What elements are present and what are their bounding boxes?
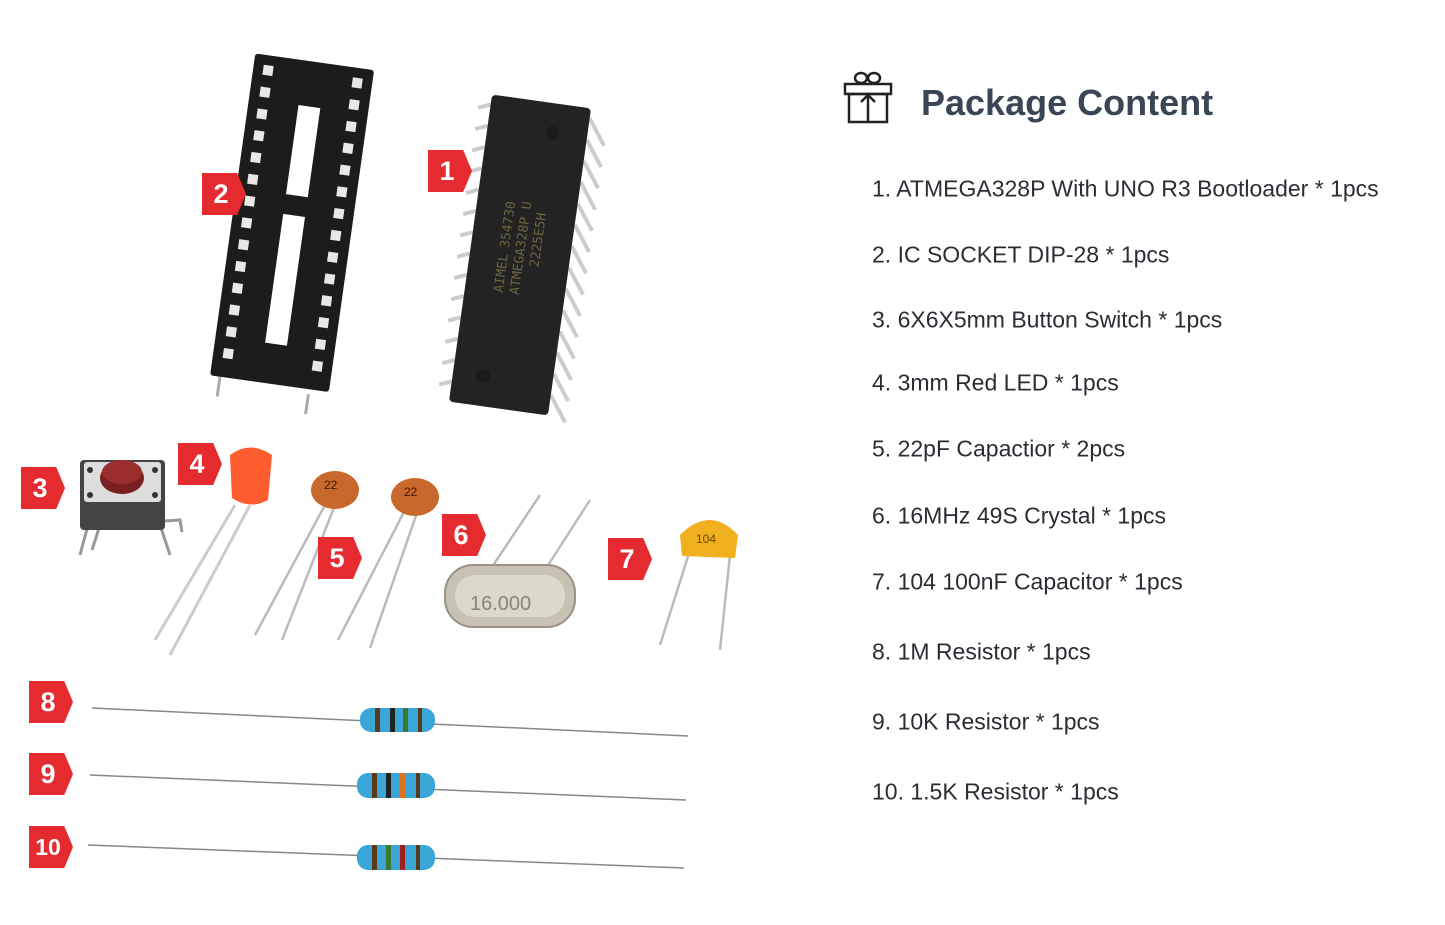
- label-badge-4: 4: [178, 443, 222, 485]
- ic-socket: [210, 53, 374, 415]
- chip-pin: [555, 351, 573, 381]
- chip-pin: [444, 336, 459, 344]
- list-item: 2. IC SOCKET DIP-28 * 1pcs: [872, 241, 1170, 268]
- label-badge-1: 1: [428, 150, 472, 192]
- label-badge-6: 6: [442, 514, 486, 556]
- socket-pin: [314, 338, 327, 351]
- socket-pin: [317, 316, 330, 329]
- socket-pin: [253, 130, 265, 142]
- gift-icon: [843, 71, 893, 124]
- socket-pin: [234, 260, 247, 273]
- socket-pin: [225, 326, 237, 338]
- socket-pin: [351, 77, 363, 89]
- crystal-16mhz: 16.000: [444, 494, 592, 628]
- socket-pin: [244, 195, 256, 207]
- chip-pin: [453, 272, 468, 280]
- crystal-marking: 16.000: [470, 593, 531, 615]
- chip-pin: [587, 117, 606, 147]
- list-item: 4. 3mm Red LED * 1pcs: [872, 369, 1119, 396]
- socket-pin: [330, 229, 342, 242]
- chip-pin: [552, 372, 570, 403]
- atmega328p-chip: AIMEL 354730 ATMEGA328P U 2225E5H: [438, 95, 606, 424]
- list-item: 8. 1M Resistor * 1pcs: [872, 638, 1091, 665]
- chip-marking: 354730: [498, 200, 519, 249]
- socket-pin: [262, 64, 274, 77]
- chip-pin: [566, 266, 585, 296]
- label-badge-7: 7: [608, 538, 652, 580]
- button-switch: [78, 460, 184, 556]
- chip-pin: [549, 394, 567, 424]
- chip-pin: [575, 202, 594, 232]
- list-item: 1. ATMEGA328P With UNO R3 Bootloader * 1…: [872, 175, 1379, 202]
- chip-pin: [572, 223, 591, 254]
- socket-pin: [259, 86, 271, 98]
- chip-pin: [459, 230, 474, 238]
- socket-pin: [228, 304, 241, 316]
- socket-pin: [345, 120, 357, 133]
- socket-pin: [222, 347, 234, 360]
- capacitor-22pf: 22: [336, 478, 439, 649]
- chip-pin: [456, 251, 471, 259]
- socket-pin: [240, 217, 253, 229]
- chip-pin: [438, 379, 453, 387]
- chip-pin: [471, 145, 486, 153]
- socket-pin: [231, 282, 244, 294]
- chip-pin: [465, 187, 480, 195]
- chip-pin: [441, 358, 456, 366]
- list-item: 10. 1.5K Resistor * 1pcs: [872, 778, 1119, 805]
- resistor-1m: [91, 707, 689, 737]
- socket-pin: [320, 295, 333, 307]
- capacitor-104: 104: [658, 520, 738, 651]
- cap-marking: 22: [404, 485, 418, 499]
- socket-pin: [339, 164, 351, 176]
- chip-pin: [560, 309, 579, 339]
- socket-pin: [323, 273, 336, 285]
- list-item: 6. 16MHz 49S Crystal * 1pcs: [872, 502, 1167, 529]
- label-badge-5: 5: [318, 537, 362, 579]
- chip-pin: [450, 294, 465, 302]
- label-badge-10: 10: [29, 826, 73, 868]
- socket-pin: [333, 208, 345, 220]
- list-item: 5. 22pF Capactior * 2pcs: [872, 435, 1126, 462]
- resistor-1-5k: [87, 844, 685, 870]
- chip-pin: [569, 245, 588, 275]
- chip-pin: [584, 138, 603, 168]
- chip-pin: [462, 208, 477, 217]
- socket-pin: [342, 142, 354, 154]
- chip-pin: [558, 330, 576, 360]
- cap-marking: 22: [324, 478, 338, 492]
- chip-pin: [477, 102, 492, 110]
- capacitor-22pf: 22: [253, 471, 359, 641]
- red-led: [153, 447, 272, 656]
- list-item: 3. 6X6X5mm Button Switch * 1pcs: [872, 306, 1223, 333]
- socket-pin: [327, 251, 339, 263]
- chip-brand: AIMEL: [492, 252, 512, 293]
- chip-pin: [474, 123, 489, 131]
- chip-pin: [581, 160, 600, 190]
- socket-pin: [311, 360, 324, 372]
- socket-pin: [250, 151, 262, 164]
- socket-pin: [247, 173, 259, 185]
- socket-pin: [237, 239, 250, 251]
- label-badge-2: 2: [202, 173, 246, 215]
- socket-pin: [256, 108, 268, 120]
- resistor-10k: [89, 773, 687, 801]
- page-title: Package Content: [921, 82, 1214, 123]
- chip-pin: [563, 287, 582, 317]
- label-badge-9: 9: [29, 753, 73, 795]
- label-badge-8: 8: [29, 681, 73, 723]
- label-badge-3: 3: [21, 467, 65, 509]
- list-item: 9. 10K Resistor * 1pcs: [872, 708, 1100, 735]
- chip-pin: [578, 181, 597, 211]
- list-item: 7. 104 100nF Capacitor * 1pcs: [872, 568, 1183, 595]
- socket-pin: [336, 186, 348, 198]
- chip-pin: [447, 315, 462, 323]
- socket-pin: [348, 99, 360, 111]
- cap-marking: 104: [696, 532, 716, 546]
